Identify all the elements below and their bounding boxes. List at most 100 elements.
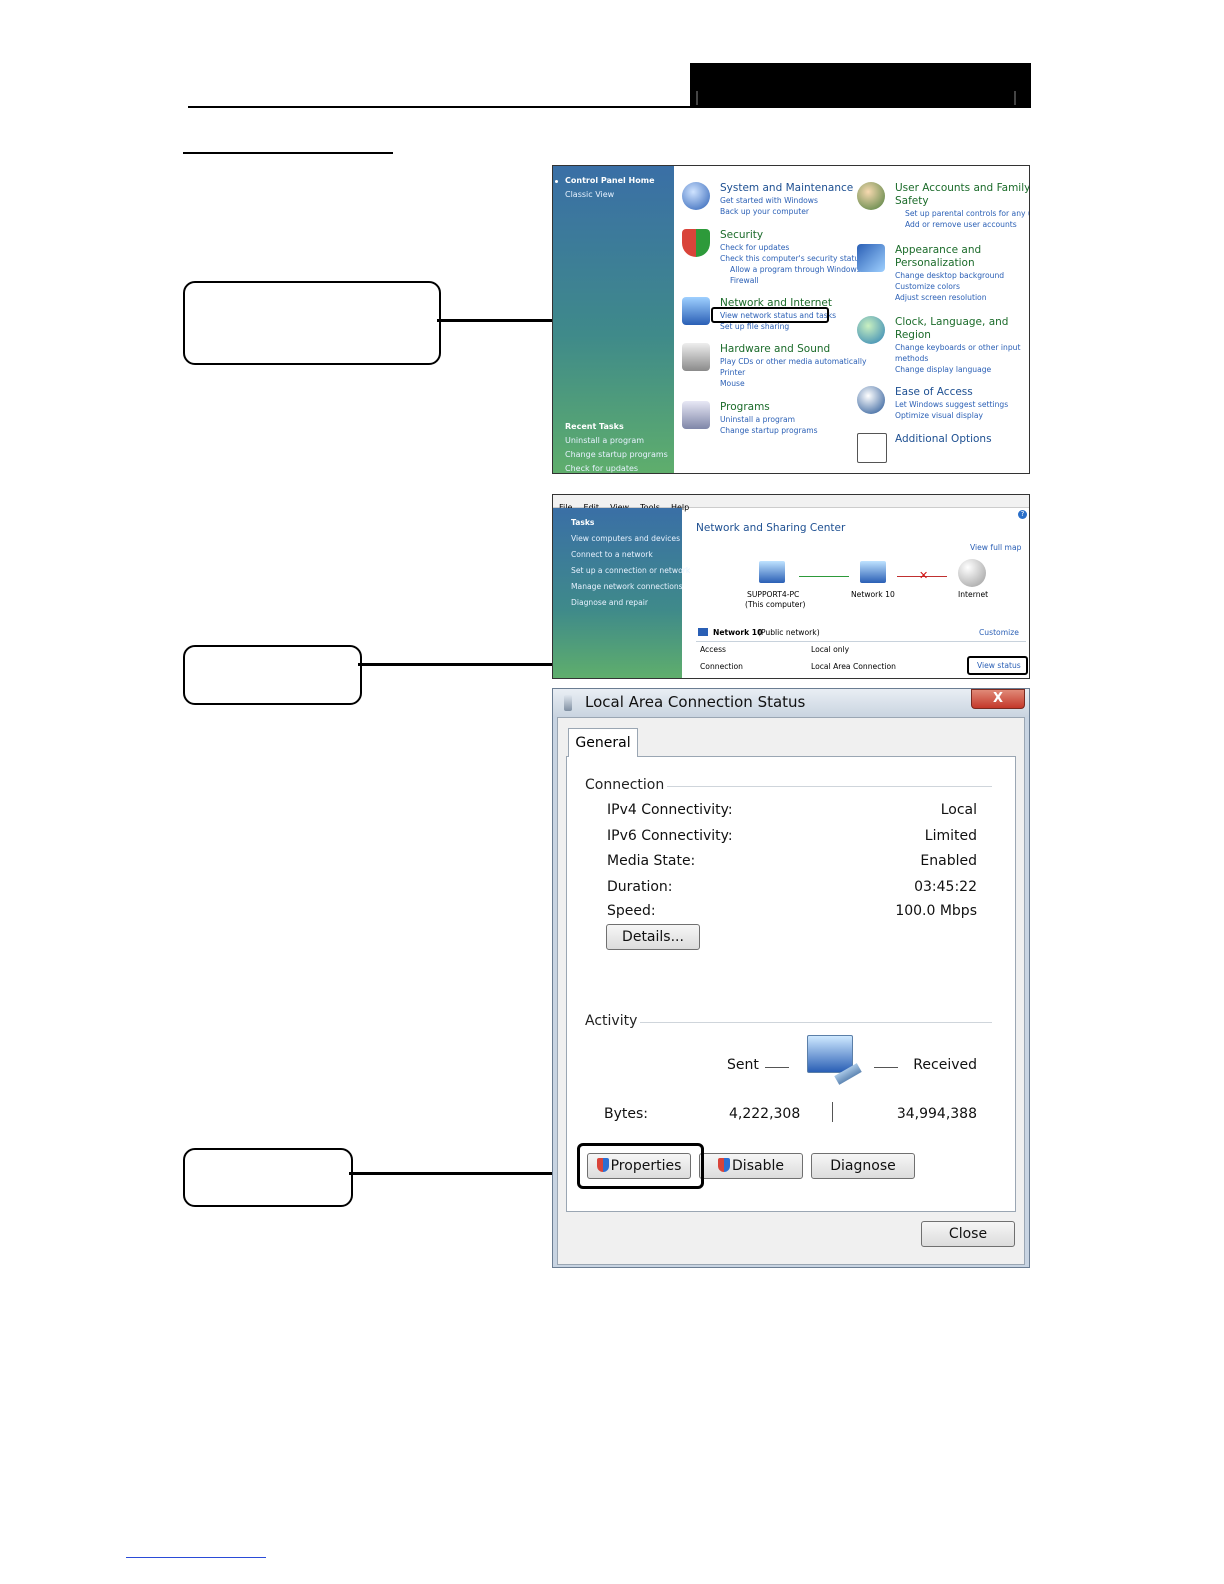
- menu-item-view[interactable]: View: [610, 503, 629, 512]
- bytes-divider: [832, 1102, 833, 1122]
- category-link[interactable]: Customize colors: [895, 282, 960, 291]
- bytes-received-value: 34,994,388: [896, 1106, 977, 1122]
- control-panel-sidebar: Control Panel Home Classic View Recent T…: [553, 166, 674, 473]
- category-link[interactable]: Change display language: [895, 365, 992, 374]
- sidebar-item-classic-view[interactable]: Classic View: [565, 190, 615, 199]
- properties-button[interactable]: Properties: [587, 1153, 691, 1179]
- category-title[interactable]: Additional Options: [895, 433, 992, 445]
- help-icon[interactable]: ?: [1018, 510, 1027, 519]
- group-divider: [640, 1022, 992, 1023]
- category-link[interactable]: Check for updates: [720, 243, 790, 252]
- category-link[interactable]: Let Windows suggest settings: [895, 400, 1009, 409]
- view-status-link[interactable]: View status: [977, 661, 1021, 670]
- ease-of-access-icon: [857, 386, 885, 414]
- group-divider: [667, 786, 992, 787]
- menu-item-tools[interactable]: Tools: [640, 503, 660, 512]
- callout-box-1: [183, 281, 441, 365]
- category-title[interactable]: Programs: [720, 401, 770, 413]
- section-underline: [183, 152, 393, 154]
- category-title-line2[interactable]: Region: [895, 329, 931, 341]
- category-title[interactable]: Hardware and Sound: [720, 343, 831, 355]
- category-title[interactable]: Appearance and: [895, 244, 982, 256]
- disable-button[interactable]: Disable: [699, 1153, 803, 1179]
- general-panel: Connection IPv4 Connectivity: Local IPv6…: [566, 756, 1016, 1212]
- category-link[interactable]: Uninstall a program: [720, 415, 795, 424]
- connection-group-label: Connection: [585, 777, 665, 793]
- close-x-button[interactable]: X: [971, 689, 1025, 709]
- category-title-line2[interactable]: Safety: [895, 195, 929, 207]
- category-link[interactable]: Adjust screen resolution: [895, 293, 987, 302]
- category-link[interactable]: Mouse: [720, 379, 745, 388]
- recent-task-item[interactable]: Uninstall a program: [565, 436, 645, 445]
- map-link-line: [799, 576, 849, 577]
- disable-label: Disable: [732, 1158, 784, 1174]
- recent-tasks-title: Recent Tasks: [565, 422, 624, 431]
- category-security: Security Check for updates Check this co…: [682, 229, 864, 286]
- media-state-value: Enabled: [920, 853, 977, 869]
- task-link[interactable]: Set up a connection or network: [571, 566, 691, 575]
- network-icon: [860, 561, 886, 583]
- category-link[interactable]: Back up your computer: [720, 207, 810, 216]
- highlight-properties: [577, 1143, 704, 1189]
- category-link[interactable]: Add or remove user accounts: [905, 220, 1017, 229]
- view-network-status-link[interactable]: View network status and tasks: [720, 311, 837, 320]
- diagnose-button[interactable]: Diagnose: [811, 1153, 915, 1179]
- network-activity-icon: [807, 1035, 853, 1073]
- menu-item-edit[interactable]: Edit: [583, 503, 599, 512]
- category-title[interactable]: System and Maintenance: [720, 182, 854, 194]
- category-link[interactable]: Set up parental controls for any user: [905, 209, 1029, 218]
- header-rule: [188, 106, 690, 108]
- category-link[interactable]: Optimize visual display: [895, 411, 983, 420]
- category-title[interactable]: Network and Internet: [720, 297, 832, 309]
- disconnected-x-icon: ✕: [919, 569, 929, 582]
- category-additional-options: Additional Options: [857, 433, 992, 463]
- menu-item-file[interactable]: File: [559, 503, 572, 512]
- recent-task-item[interactable]: Check for updates: [565, 464, 639, 473]
- category-title[interactable]: Clock, Language, and: [895, 316, 1009, 328]
- category-link[interactable]: Set up file sharing: [720, 322, 790, 331]
- checklist-icon: [857, 433, 887, 463]
- network-icon: [682, 297, 710, 325]
- status-dialog: Local Area Connection Status X General C…: [552, 688, 1030, 1268]
- footer-link-underline: [126, 1557, 266, 1558]
- details-button[interactable]: Details...: [606, 924, 700, 950]
- sidebar-item-home[interactable]: Control Panel Home: [565, 176, 655, 185]
- category-link[interactable]: Change desktop background: [895, 271, 1005, 280]
- network-type: (Public network): [758, 628, 820, 637]
- category-title-line2[interactable]: Personalization: [895, 257, 975, 269]
- category-link[interactable]: Check this computer's security status: [720, 254, 864, 263]
- category-link[interactable]: Play CDs or other media automatically: [720, 357, 867, 366]
- menu-item-help[interactable]: Help: [671, 503, 689, 512]
- bytes-sent-value: 4,222,308: [729, 1106, 801, 1122]
- properties-label: Properties: [610, 1158, 682, 1174]
- category-link[interactable]: Change keyboards or other input: [895, 343, 1021, 352]
- task-link[interactable]: Diagnose and repair: [571, 598, 648, 607]
- tab-general[interactable]: General: [568, 728, 638, 757]
- category-link[interactable]: Allow a program through Windows: [730, 265, 861, 274]
- network-center-screenshot: File Edit View Tools Help Tasks View com…: [552, 494, 1030, 679]
- customize-link[interactable]: Customize: [979, 628, 1019, 637]
- task-link[interactable]: View computers and devices: [571, 534, 681, 543]
- close-button[interactable]: Close: [921, 1221, 1015, 1247]
- category-user-accounts: User Accounts and Family Safety Set up p…: [857, 182, 1030, 230]
- category-link[interactable]: Printer: [720, 368, 746, 377]
- category-link[interactable]: Firewall: [730, 276, 759, 285]
- ipv6-value: Limited: [924, 828, 977, 844]
- uac-shield-icon: [718, 1158, 731, 1172]
- category-title[interactable]: User Accounts and Family: [895, 182, 1030, 194]
- category-title[interactable]: Ease of Access: [895, 386, 973, 398]
- task-link[interactable]: Connect to a network: [571, 550, 653, 559]
- view-full-map-link[interactable]: View full map: [970, 543, 1022, 552]
- category-link[interactable]: methods: [895, 354, 929, 363]
- access-value: Local only: [811, 645, 850, 654]
- recent-task-item[interactable]: Change startup programs: [565, 450, 668, 459]
- category-link[interactable]: Get started with Windows: [720, 196, 818, 205]
- category-title[interactable]: Security: [720, 229, 764, 241]
- highlight-view-network-status: [711, 307, 829, 323]
- ipv4-label: IPv4 Connectivity:: [607, 802, 733, 818]
- task-link[interactable]: Manage network connections: [571, 582, 683, 591]
- category-hardware-sound: Hardware and Sound Play CDs or other med…: [682, 343, 867, 389]
- category-link[interactable]: Change startup programs: [720, 426, 818, 435]
- bytes-label: Bytes:: [604, 1106, 649, 1122]
- dialog-body: General Connection IPv4 Connectivity: Lo…: [557, 717, 1025, 1265]
